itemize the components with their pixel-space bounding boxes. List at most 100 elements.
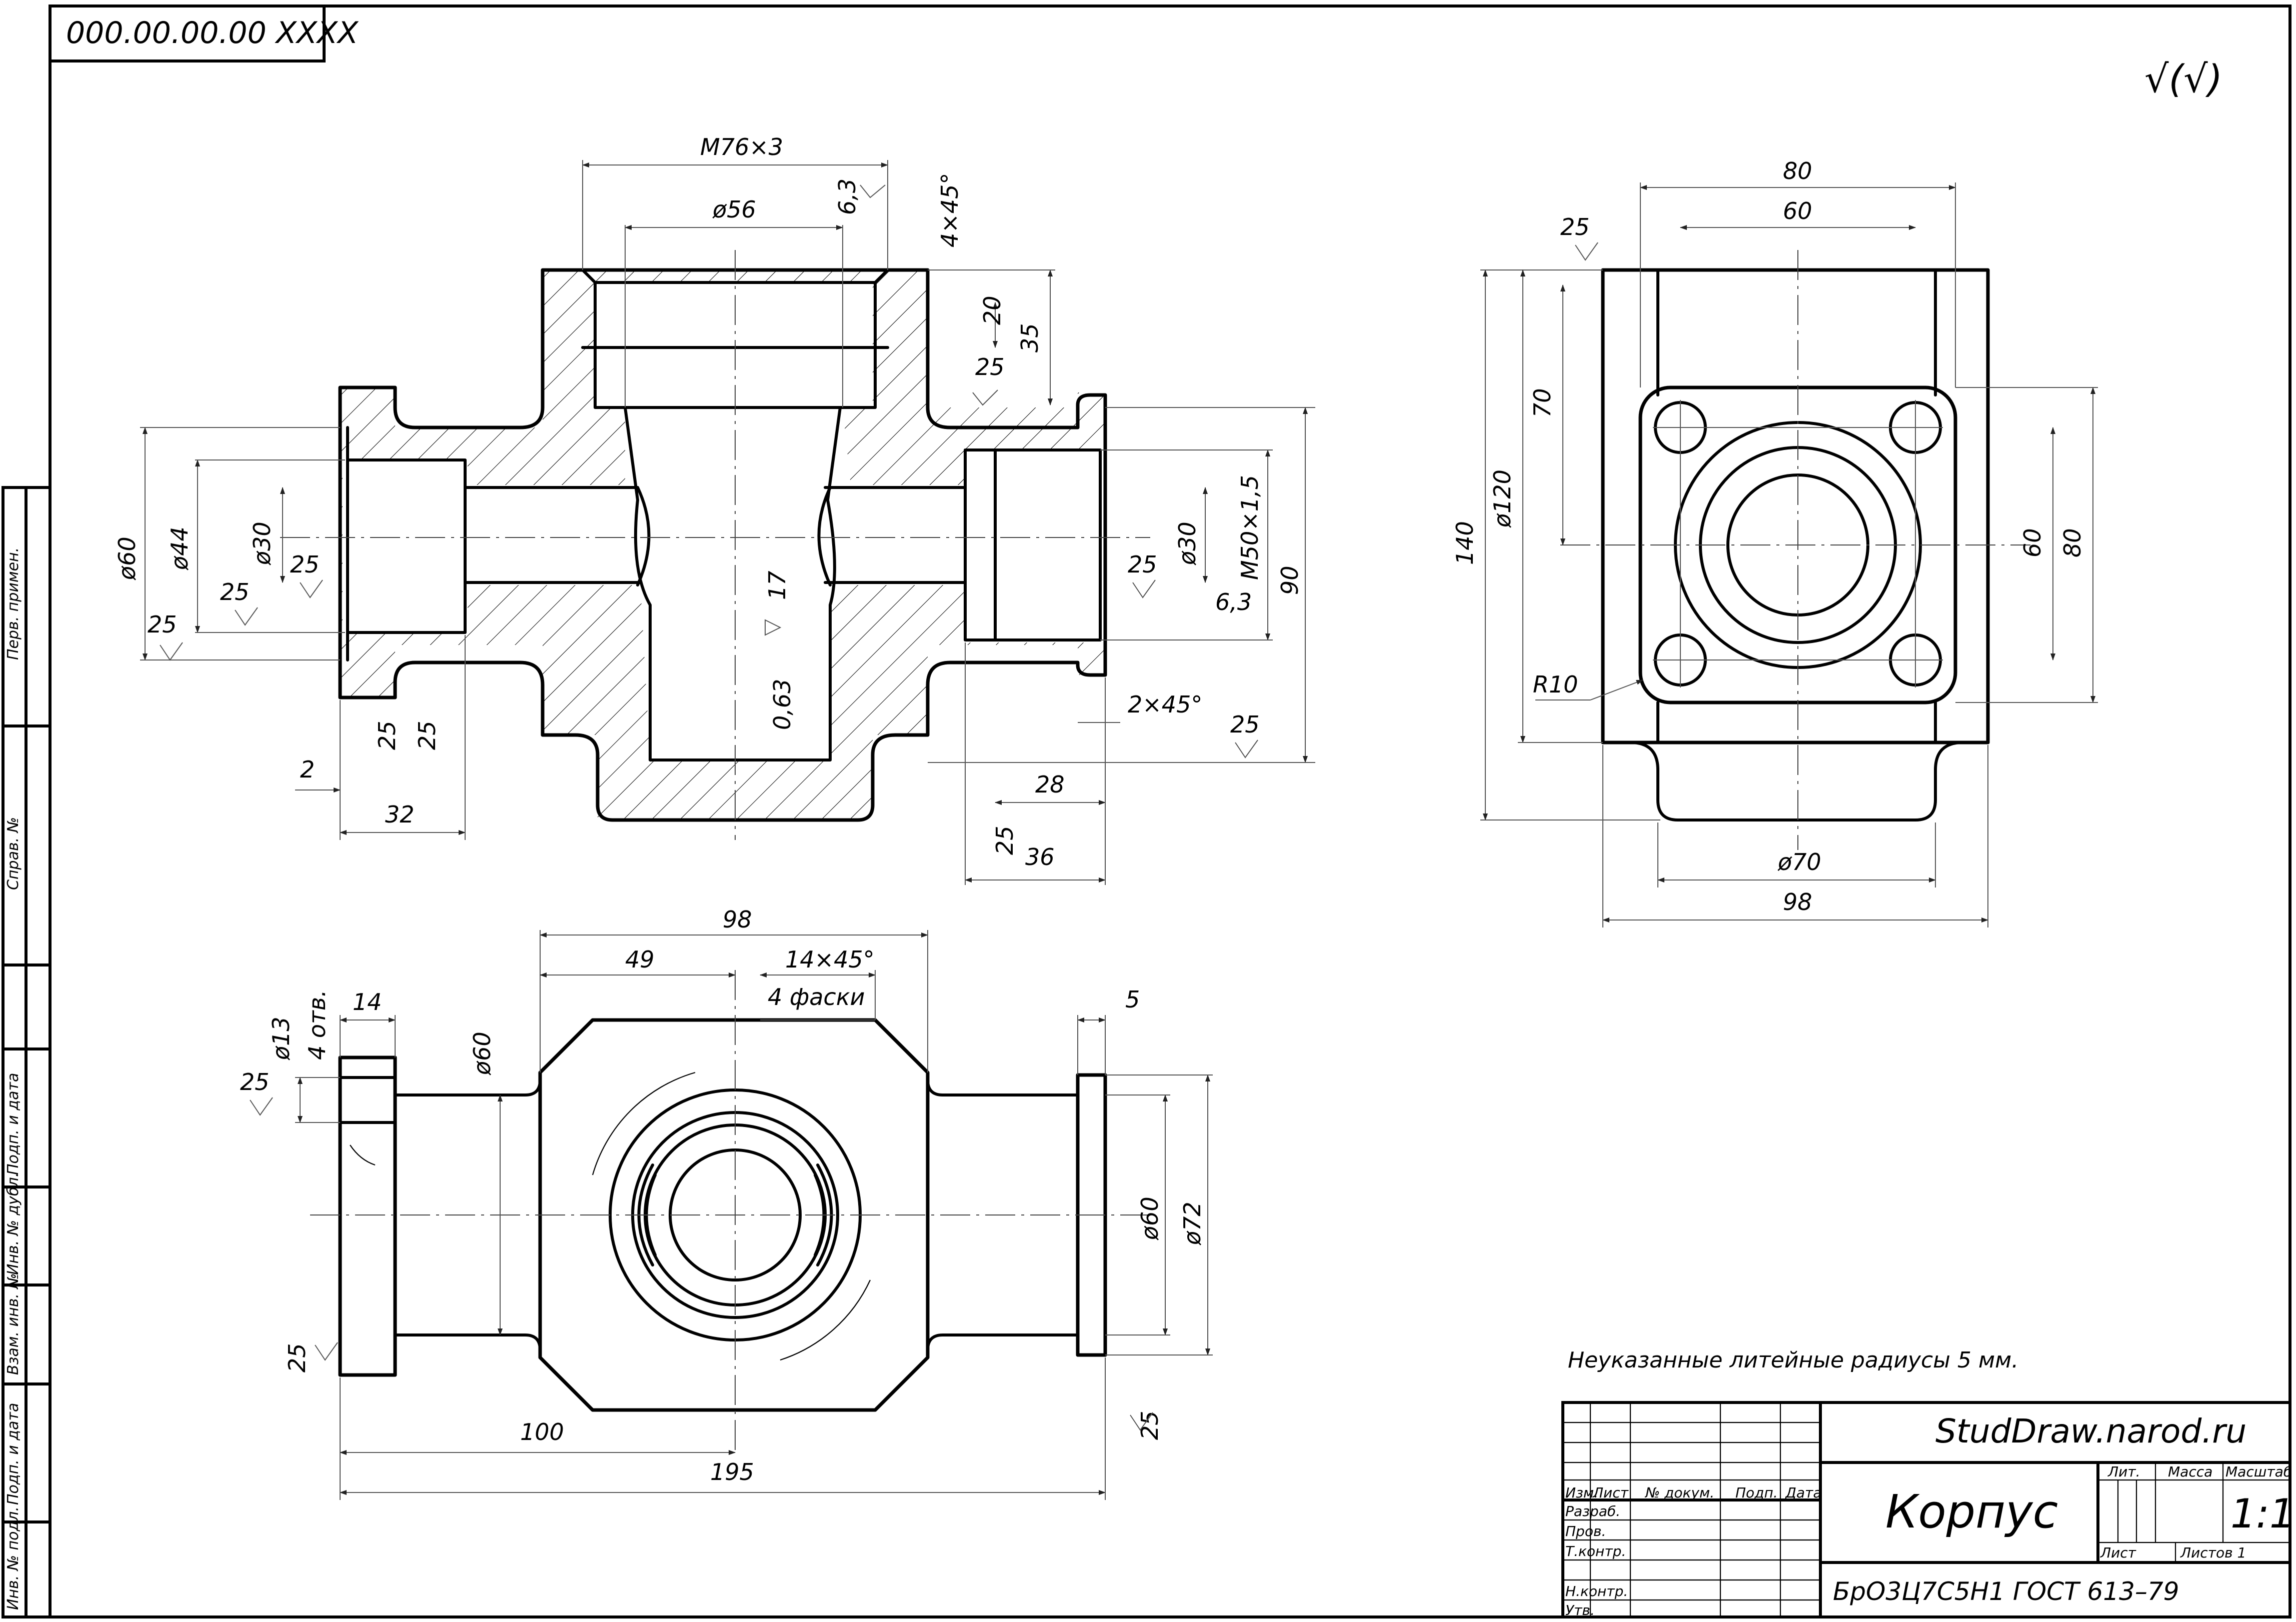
dim-holes: 4 отв. [304, 990, 331, 1060]
title-block-rows: Разраб. Пров. Т.контр. Н.контр. Утв. [1565, 1503, 1628, 1618]
left-column-labels: Перв. примен. Справ. № Подп. и дата Инв.… [5, 548, 22, 1610]
label-inv-podl: Инв. № подл. [5, 1506, 22, 1610]
rough-25-c: 25 [220, 578, 250, 606]
dim-thread-top: M76×3 [700, 134, 783, 160]
title-block: Изм. Лист № докум. Подп. Дата Разраб. Пр… [1561, 1401, 2295, 1618]
label-podp-data-2: Подп. и дата [5, 1403, 22, 1505]
rough-25-h: 25 [414, 720, 441, 750]
dim-thread-right: M50×1,5 [1236, 475, 1263, 580]
title-block-cols: Изм. Лист № докум. Подп. Дата [1565, 1484, 1822, 1501]
hdr-mass: Масса [2168, 1464, 2212, 1480]
dim-14: 14 [353, 988, 382, 1016]
dim-d120: ø120 [1489, 470, 1516, 528]
rough-25-g: 25 [374, 720, 401, 750]
dim-d30-left: ø30 [249, 522, 276, 566]
dim-36: 36 [1025, 844, 1055, 870]
rough-25-side: 25 [1560, 214, 1590, 240]
col-dokum: № докум. [1644, 1484, 1714, 1501]
section-view: M76×3 ø56 6,3 4×45° 20 35 25 ø60 ø44 ø30… [114, 134, 1315, 885]
roughness-mark: √(√) [2144, 56, 2222, 101]
col-podp: Подп. [1735, 1484, 1778, 1501]
dim-d70-b: ø70 [1777, 848, 1821, 876]
top-octagon [538, 1018, 930, 1412]
sheet-frame [2, 4, 2291, 1618]
label-sprav-nom: Справ. № [5, 817, 22, 890]
rough-25-top-c: 25 [1136, 1410, 1163, 1440]
drawing-code: 000.00.00.00 XXXX [66, 16, 359, 50]
dim-d13: ø13 [268, 1016, 295, 1060]
rough-25-e: 25 [1128, 551, 1157, 578]
rough-25-f: 25 [1230, 711, 1260, 738]
side-view: 80 60 25 140 ø120 70 60 80 R10 ø70 98 [1451, 158, 2098, 928]
top-view: 98 49 14×45° 4 фаски 14 ø13 4 отв. 25 ø6… [240, 906, 1213, 1500]
section-dimension-labels: M76×3 ø56 6,3 4×45° 20 35 25 ø60 ø44 ø30… [114, 134, 1303, 870]
dim-5: 5 [1125, 986, 1140, 1013]
dim-d60-left: ø60 [469, 1032, 496, 1076]
roughness-symbols [160, 184, 1598, 1431]
scale-value: 1:1 [2230, 1490, 2295, 1537]
rough-25-b: 25 [290, 551, 320, 578]
rough-63-right: 6,3 [1215, 588, 1252, 616]
dim-140: 140 [1451, 521, 1478, 565]
dim-2: 2 [300, 756, 315, 783]
row-razrab: Разраб. [1565, 1503, 1620, 1520]
rough-063: 0,63 [769, 679, 796, 730]
dim-d30-right: ø30 [1174, 522, 1201, 566]
dim-chamfer-count: 4 фаски [768, 984, 865, 1010]
dim-20: 20 [979, 296, 1006, 325]
dim-d72: ø72 [1179, 1202, 1206, 1246]
hdr-sheet: Лист [2100, 1544, 2136, 1561]
dim-100: 100 [520, 1418, 564, 1446]
rough-25-top-b: 25 [284, 1343, 311, 1372]
dim-d44: ø44 [166, 526, 193, 570]
col-izm: Изм. [1565, 1484, 1598, 1501]
hdr-lit: Лит. [2107, 1464, 2140, 1480]
row-utv: Утв. [1565, 1602, 1595, 1618]
dim-chamfer-top: 4×45° [936, 173, 963, 248]
row-prov: Пров. [1565, 1523, 1606, 1540]
rough-25-d: 25 [148, 611, 177, 638]
dim-60-v: 60 [2019, 528, 2046, 558]
dim-80-top: 80 [1783, 158, 1812, 184]
side-dimension-labels: 80 60 25 140 ø120 70 60 80 R10 ø70 98 [1451, 158, 2086, 916]
row-tkontr: Т.контр. [1565, 1543, 1626, 1560]
dim-35: 35 [1016, 323, 1043, 352]
title-block-headers: Лит. Масса Масштаб Лист Листов 1 [2100, 1464, 2292, 1561]
part-name: Корпус [1885, 1485, 2058, 1538]
hdr-sheets: Листов 1 [2180, 1544, 2246, 1561]
dim-70-v: 70 [1529, 388, 1556, 418]
label-perv-primen: Перв. примен. [5, 548, 22, 660]
dim-195: 195 [710, 1458, 754, 1486]
dim-90: 90 [1276, 566, 1303, 595]
label-podp-data-1: Подп. и дата [5, 1073, 22, 1175]
dim-d56: ø56 [712, 196, 756, 223]
dim-d60-right: ø60 [1136, 1196, 1163, 1240]
dim-32: 32 [385, 801, 415, 828]
label-inv-dubl: Инв. № дубл. [5, 1172, 22, 1275]
section-outline [338, 268, 1107, 822]
row-nkontr: Н.контр. [1565, 1583, 1628, 1600]
dim-60-top: 60 [1783, 198, 1812, 224]
rough-25-top-a: 25 [240, 1068, 270, 1096]
dim-chamfer-right: 2×45° [1128, 691, 1202, 718]
dim-49: 49 [625, 946, 655, 973]
col-list: Лист [1592, 1484, 1629, 1501]
dim-r63-top: 6,3 [834, 178, 861, 215]
col-data: Дата [1784, 1484, 1822, 1501]
top-dimension-labels: 98 49 14×45° 4 фаски 14 ø13 4 отв. 25 ø6… [240, 906, 1206, 1486]
rough-25-i: 25 [991, 826, 1018, 855]
dim-d60: ø60 [114, 536, 141, 580]
dim-28: 28 [1035, 771, 1065, 798]
dim-chamfer: 14×45° [785, 946, 875, 973]
dim-98-b: 98 [1783, 888, 1812, 916]
dim-80-v: 80 [2059, 528, 2086, 558]
dim-98: 98 [723, 906, 752, 933]
hdr-scale: Масштаб [2225, 1464, 2292, 1480]
general-note: Неуказанные литейные радиусы 5 мм. [1568, 1348, 2018, 1373]
rough-17: 17 [764, 570, 791, 600]
label-vzam-inv: Взам. инв. № [5, 1273, 22, 1375]
rough-25-a: 25 [975, 354, 1005, 380]
site-name: StudDraw.narod.ru [1935, 1412, 2246, 1450]
